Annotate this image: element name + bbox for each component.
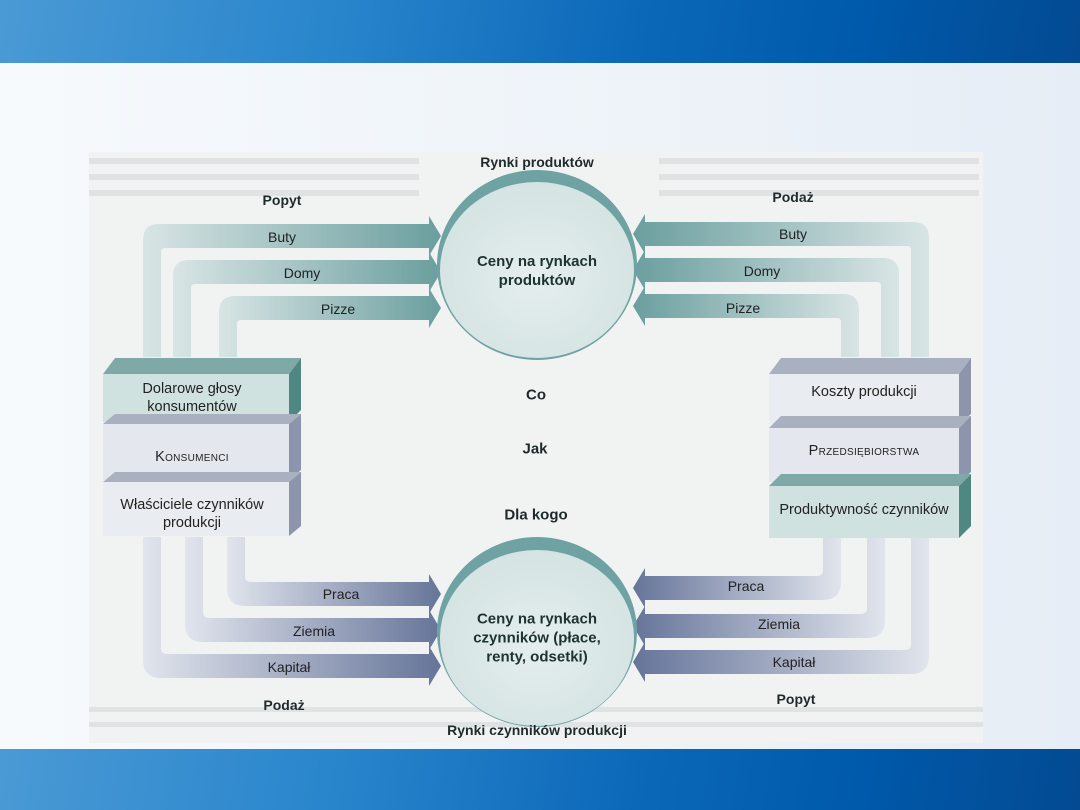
arrow-ziemia-right (633, 537, 885, 646)
firms-stack (769, 358, 971, 538)
supply-factor-arrows (143, 537, 441, 686)
question-co: Co (526, 386, 546, 404)
arrow-label-buty-right: Buty (778, 226, 808, 242)
slide-header-bar (0, 0, 1080, 63)
arrow-label-pizze-right: Pizze (725, 300, 761, 316)
question-jak: Jak (522, 440, 548, 458)
arrow-label-ziemia-right: Ziemia (757, 616, 801, 632)
product-market-title: Rynki produktów (480, 154, 594, 170)
factor-market-title: Rynki czynników produkcji (447, 722, 627, 738)
product-market-circle (437, 170, 637, 360)
factor-demand-label: Popyt (776, 691, 816, 707)
consumers-bottom-box-text: Właściciele czynników produkcji (120, 497, 264, 531)
arrow-kapital-right (633, 537, 929, 682)
factor-supply-label: Podaż (263, 697, 305, 713)
arrow-domy-right (633, 250, 899, 357)
factor-market-circle (437, 537, 637, 727)
arrow-label-ziemia-left: Ziemia (292, 623, 336, 639)
arrow-label-domy-left: Domy (283, 265, 321, 281)
arrow-ziemia-left (185, 537, 441, 650)
arrow-pizze-left (219, 288, 441, 357)
circular-flow-diagram: Rynki produktów Popyt Podaż Buty Domy Pi… (89, 152, 983, 743)
arrow-buty-left (143, 216, 441, 357)
product-supply-label: Podaż (772, 189, 814, 205)
arrow-label-buty-left: Buty (267, 229, 297, 245)
arrow-buty-right (633, 214, 929, 357)
arrow-label-praca-left: Praca (322, 586, 360, 602)
diagram-graphics (89, 158, 983, 727)
arrow-kapital-left (143, 537, 441, 686)
question-dla-kogo: Dla kogo (504, 506, 568, 524)
arrow-label-kapital-left: Kapitał (267, 659, 311, 675)
slide-footer-bar (0, 749, 1080, 810)
factor-market-circle-text: Ceny na rynkach czynników (płace, renty,… (473, 610, 601, 666)
arrow-label-domy-right: Domy (743, 263, 781, 279)
arrow-praca-left (227, 537, 441, 614)
firms-middle-box-text: Przedsiębiorstwa (808, 443, 920, 459)
arrow-label-kapital-right: Kapitał (772, 654, 816, 670)
consumers-top-box-text: Dolarowe głosy konsumentów (142, 381, 242, 415)
product-demand-label: Popyt (262, 192, 302, 208)
arrow-pizze-right (633, 286, 859, 357)
arrow-label-pizze-left: Pizze (320, 301, 356, 317)
arrow-praca-right (633, 537, 841, 608)
firms-bottom-box-text: Produktywność czynników (779, 502, 949, 518)
demand-product-arrows (143, 216, 441, 357)
demand-factor-arrows (633, 537, 929, 682)
arrow-label-praca-right: Praca (727, 578, 765, 594)
consumers-middle-box-text: Konsumenci (155, 449, 229, 465)
firms-top-box-text: Koszty produkcji (811, 384, 917, 400)
consumers-stack (103, 358, 301, 536)
arrow-domy-left (173, 252, 441, 357)
supply-product-arrows (633, 214, 929, 357)
product-market-circle-text: Ceny na rynkach produktów (476, 253, 598, 289)
